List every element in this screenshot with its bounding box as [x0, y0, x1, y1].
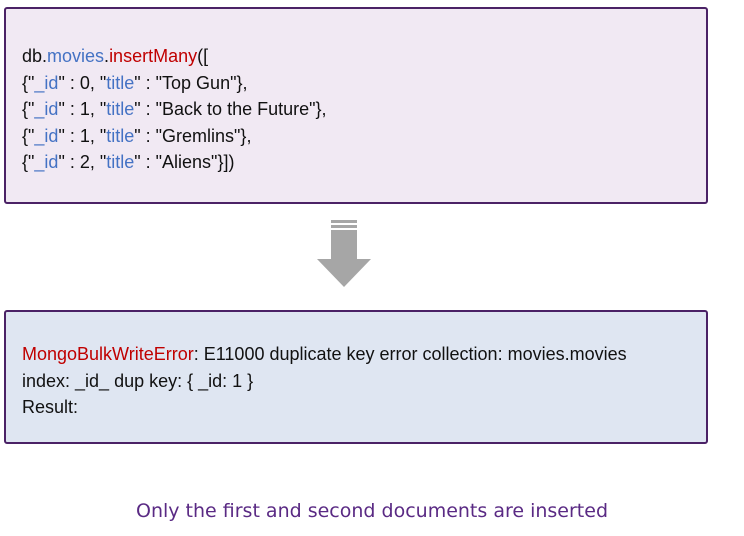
code-id-key: _id — [34, 125, 59, 146]
code-doc-line: {"_id" : 1, "title" : "Gremlins"}, — [22, 123, 706, 150]
code-id-key: _id — [34, 72, 59, 93]
code-collection-name: movies — [47, 46, 105, 66]
code-id-key: _id — [34, 152, 59, 172]
code-doc-title-value: " : "Top Gun"}, — [134, 72, 248, 93]
code-doc-title-value: " : "Aliens"}]) — [134, 152, 235, 172]
error-name: MongoBulkWriteError — [22, 344, 194, 364]
arrow-stripe — [331, 225, 357, 228]
down-arrow-icon — [317, 220, 371, 287]
arrow-head — [317, 259, 371, 287]
error-box: MongoBulkWriteError: E11000 duplicate ke… — [4, 310, 708, 444]
code-title-key: title — [106, 99, 135, 119]
code-doc-title-value: " : "Back to the Future"}, — [134, 99, 327, 119]
error-message: : E11000 duplicate key error collection:… — [193, 344, 627, 364]
error-line-main: MongoBulkWriteError: E11000 duplicate ke… — [22, 341, 706, 368]
code-box: db.movies.insertMany([ {"_id" : 0, "titl… — [4, 7, 708, 204]
code-title-key: title — [106, 152, 135, 172]
code-open-bracket: ([ — [197, 46, 209, 66]
code-db-prefix: db. — [22, 46, 48, 66]
code-doc-open: {" — [22, 125, 35, 146]
code-doc-line: {"_id" : 0, "title" : "Top Gun"}, — [22, 70, 706, 97]
code-doc-line: {"_id" : 2, "title" : "Aliens"}]) — [22, 149, 706, 176]
code-doc-line: {"_id" : 1, "title" : "Back to the Futur… — [22, 96, 706, 123]
code-line-insertmany: db.movies.insertMany([ — [22, 43, 706, 70]
code-doc-open: {" — [22, 72, 35, 93]
code-doc-id-value: " : 2, " — [58, 152, 107, 172]
code-doc-id-value: " : 1, " — [58, 99, 107, 119]
code-doc-title-value: " : "Gremlins"}, — [134, 125, 252, 146]
code-id-key: _id — [34, 99, 59, 119]
code-title-key: title — [106, 125, 135, 146]
code-doc-open: {" — [22, 152, 35, 172]
code-doc-id-value: " : 0, " — [58, 72, 107, 93]
arrow-shaft — [331, 230, 357, 259]
error-index-line: index: _id_ dup key: { _id: 1 } — [22, 370, 254, 391]
arrow-stripe — [331, 220, 357, 223]
code-method-name: insertMany — [109, 46, 198, 66]
error-result-line: Result: — [22, 397, 79, 417]
code-dot: . — [104, 46, 110, 66]
code-title-key: title — [106, 72, 135, 93]
caption: Only the first and second documents are … — [135, 500, 609, 522]
code-doc-open: {" — [22, 99, 35, 119]
code-doc-id-value: " : 1, " — [58, 125, 107, 146]
